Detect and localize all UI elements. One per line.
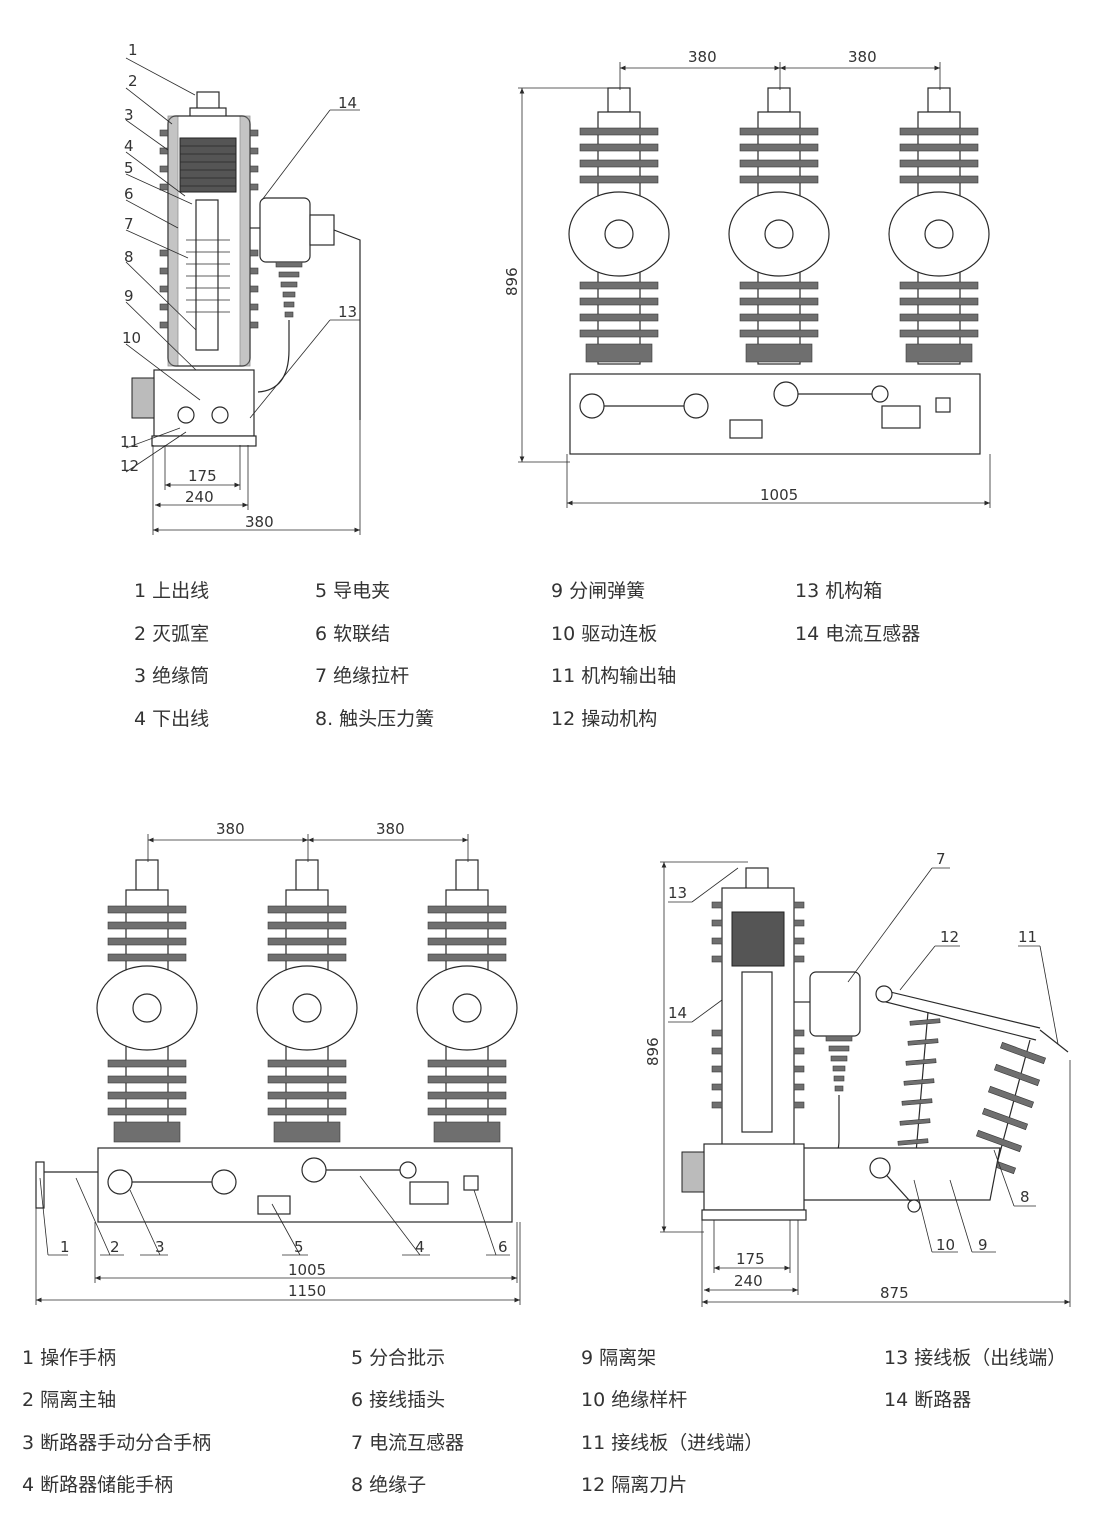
callout-1: 1	[128, 41, 138, 59]
pole-3	[888, 87, 990, 365]
legend-item: 2 灭弧室	[134, 623, 210, 645]
callout-14: 14	[668, 1004, 687, 1022]
legend-item: 13 机构箱	[795, 580, 883, 602]
front-view-disconnector: 380 380 1005 1150 1 2 3 5 4 6	[35, 820, 521, 1305]
dim-pitch-2: 380	[376, 820, 405, 838]
legend-item: 9 分闸弹簧	[551, 580, 646, 602]
legend-item: 5 分合批示	[351, 1347, 446, 1369]
dim-height: 896	[503, 267, 521, 296]
dim-pitch-2: 380	[848, 48, 877, 66]
legend-item: 6 接线插头	[351, 1389, 446, 1411]
callout-5: 5	[294, 1238, 304, 1256]
callout-8: 8	[1020, 1188, 1030, 1206]
legend-item: 8 绝缘子	[351, 1474, 427, 1496]
callout-7: 7	[936, 850, 946, 868]
callout-8: 8	[124, 248, 134, 266]
dim-pitch-1: 380	[216, 820, 245, 838]
legend-item: 12 操动机构	[551, 708, 658, 730]
legend-item: 4 下出线	[134, 708, 210, 730]
legend-item: 7 电流互感器	[351, 1432, 465, 1454]
callout-10: 10	[122, 329, 141, 347]
legend-item: 12 隔离刀片	[581, 1474, 688, 1496]
callout-4: 4	[124, 137, 134, 155]
legend-item: 14 电流互感器	[795, 623, 921, 645]
callout-3: 3	[124, 106, 134, 124]
legend-item: 5 导电夹	[315, 580, 391, 602]
legend-item: 3 断路器手动分合手柄	[22, 1432, 212, 1454]
callout-2: 2	[128, 72, 138, 90]
legend-item: 4 断路器储能手柄	[22, 1474, 174, 1496]
dim-height: 896	[644, 1037, 662, 1066]
legend-item: 8. 触头压力簧	[315, 708, 435, 730]
legend-item: 3 绝缘筒	[134, 665, 210, 687]
callout-1: 1	[60, 1238, 70, 1256]
legend-item: 7 绝缘拉杆	[315, 665, 410, 687]
dim-240: 240	[734, 1272, 763, 1290]
pole-2	[728, 87, 830, 365]
callout-12: 12	[120, 457, 139, 475]
dim-175: 175	[736, 1250, 765, 1268]
callout-6: 6	[498, 1238, 508, 1256]
callout-2: 2	[110, 1238, 120, 1256]
legend-item: 10 驱动连板	[551, 623, 658, 645]
dim-175: 175	[188, 467, 217, 485]
pole-1	[568, 87, 670, 365]
callout-11: 11	[1018, 928, 1037, 946]
callout-13: 13	[338, 303, 357, 321]
callout-9: 9	[978, 1236, 988, 1254]
callout-12: 12	[940, 928, 959, 946]
legend-item: 2 隔离主轴	[22, 1389, 117, 1411]
side-section-view: 175 240 380 1 2 3 4 5 6 7 8 9 10 11	[120, 41, 361, 535]
legend-item: 11 机构输出轴	[551, 665, 677, 687]
legend-item: 9 隔离架	[581, 1347, 657, 1369]
legend-item: 11 接线板（进线端）	[581, 1432, 764, 1454]
callout-4: 4	[415, 1238, 425, 1256]
legend-item: 10 绝缘样杆	[581, 1389, 688, 1411]
dim-pitch-1: 380	[688, 48, 717, 66]
front-view: 380 380 896 1005	[503, 48, 991, 508]
callout-9: 9	[124, 287, 134, 305]
callout-13: 13	[668, 884, 687, 902]
legend-item: 1 上出线	[134, 580, 210, 602]
callout-5: 5	[124, 159, 134, 177]
dim-width-2: 1150	[288, 1282, 326, 1300]
dim-380: 380	[245, 513, 274, 531]
callout-10: 10	[936, 1236, 955, 1254]
legend-item: 13 接线板（出线端）	[884, 1347, 1067, 1369]
side-view-disconnector: 896 175 240 875 13 14 7 12 11 8 10 9	[644, 850, 1071, 1307]
legend-item: 6 软联结	[315, 623, 391, 645]
legend-item: 1 操作手柄	[22, 1347, 117, 1369]
callout-11: 11	[120, 433, 139, 451]
dim-240: 240	[185, 488, 214, 506]
callout-7: 7	[124, 215, 134, 233]
callout-14: 14	[338, 94, 357, 112]
dim-width-1: 1005	[288, 1261, 326, 1279]
dim-width: 1005	[760, 486, 798, 504]
callout-3: 3	[155, 1238, 165, 1256]
dim-875: 875	[880, 1284, 909, 1302]
callout-6: 6	[124, 185, 134, 203]
legend-item: 14 断路器	[884, 1389, 972, 1411]
